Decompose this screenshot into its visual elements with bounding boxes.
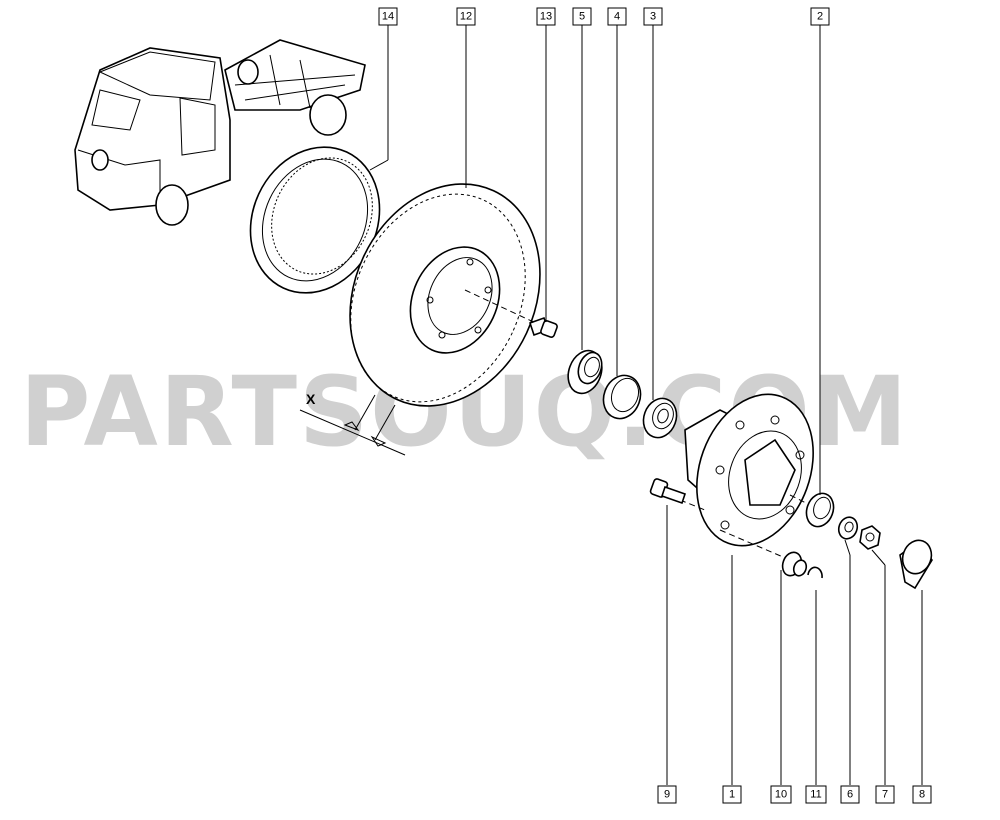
wheel-hub bbox=[684, 393, 814, 547]
inner-bearing bbox=[642, 397, 678, 439]
callout-13: 13 bbox=[536, 7, 556, 26]
callout-3: 3 bbox=[643, 7, 663, 26]
callout-6: 6 bbox=[840, 785, 860, 804]
abs-target-ring bbox=[249, 146, 381, 294]
clip-11 bbox=[807, 566, 823, 579]
svg-text:7: 7 bbox=[882, 789, 888, 801]
vehicle-illustration bbox=[74, 39, 366, 226]
hub-cap bbox=[899, 539, 933, 590]
dimension-x-label: X bbox=[306, 391, 316, 407]
svg-text:11: 11 bbox=[810, 789, 821, 801]
svg-text:9: 9 bbox=[664, 789, 670, 801]
leader-lines bbox=[369, 25, 923, 785]
callout-14: 14 bbox=[378, 7, 398, 26]
outer-bearing bbox=[805, 492, 835, 528]
axis-line-outer bbox=[789, 494, 821, 511]
stud-10 bbox=[781, 551, 808, 577]
svg-text:2: 2 bbox=[817, 11, 823, 23]
callout-5: 5 bbox=[572, 7, 592, 26]
callout-7: 7 bbox=[875, 785, 895, 804]
callout-12: 12 bbox=[456, 7, 476, 26]
svg-text:4: 4 bbox=[614, 11, 620, 23]
svg-text:10: 10 bbox=[775, 789, 787, 801]
disc-thickness-dimension: X bbox=[299, 391, 406, 456]
washer bbox=[837, 516, 859, 540]
svg-text:5: 5 bbox=[579, 11, 585, 23]
wheel-bolt bbox=[649, 478, 687, 505]
callout-11: 11 bbox=[805, 785, 827, 804]
callout-2: 2 bbox=[810, 7, 830, 26]
axis-line-bolt bbox=[679, 499, 706, 511]
callout-1: 1 bbox=[722, 785, 742, 804]
seal-4 bbox=[602, 374, 642, 420]
callout-4: 4 bbox=[607, 7, 627, 26]
svg-text:1: 1 bbox=[729, 789, 735, 801]
callout-10: 10 bbox=[770, 785, 792, 804]
hub-nut bbox=[859, 525, 881, 550]
svg-text:13: 13 bbox=[540, 11, 552, 23]
disc-screw bbox=[528, 316, 558, 338]
brake-disc bbox=[349, 183, 541, 407]
svg-text:14: 14 bbox=[382, 11, 394, 23]
seal-5 bbox=[567, 349, 603, 395]
callout-8: 8 bbox=[912, 785, 932, 804]
axis-line-disc bbox=[464, 289, 541, 326]
callout-9: 9 bbox=[657, 785, 677, 804]
svg-text:6: 6 bbox=[847, 789, 853, 801]
svg-text:8: 8 bbox=[919, 789, 925, 801]
axis-line-hub bbox=[719, 529, 791, 561]
svg-text:3: 3 bbox=[650, 11, 656, 23]
svg-text:12: 12 bbox=[460, 11, 472, 23]
